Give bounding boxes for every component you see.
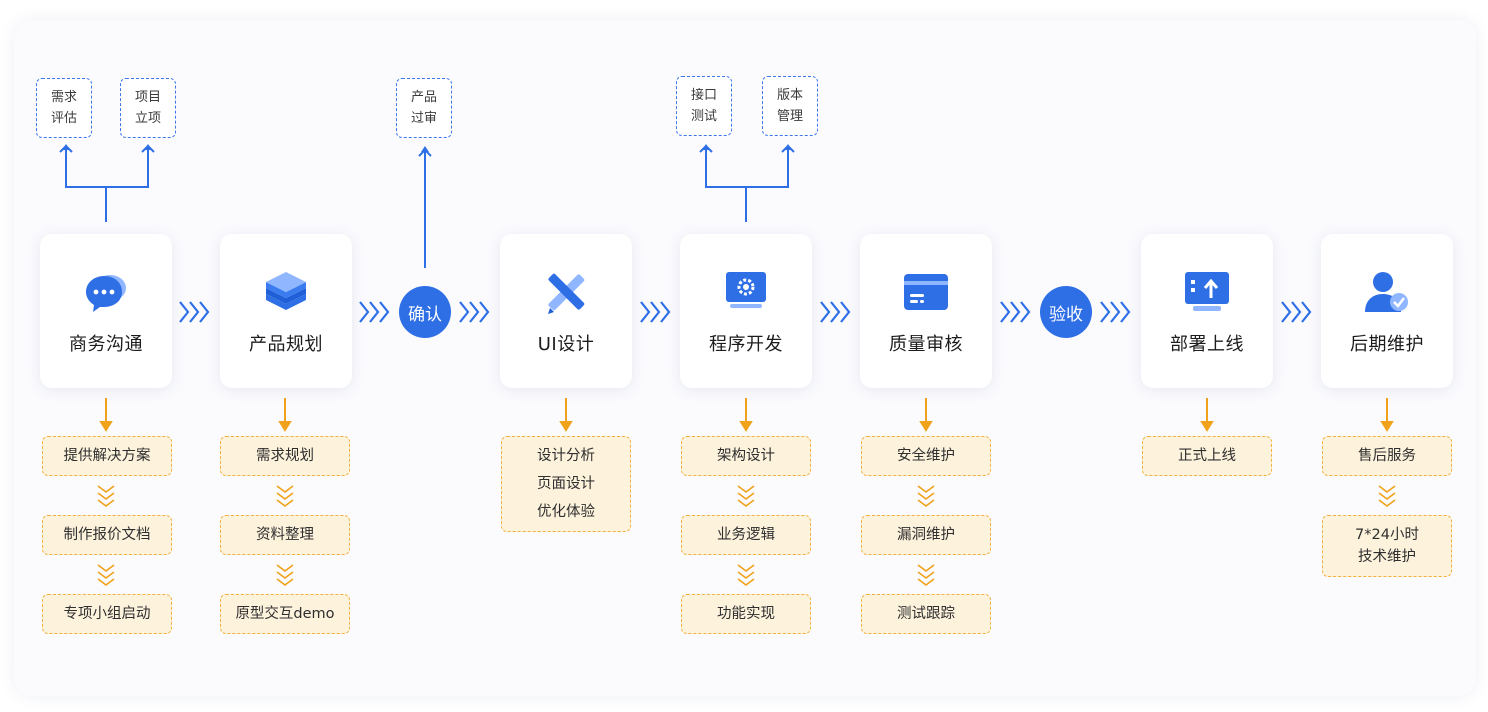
upload-screen-icon — [1185, 272, 1229, 311]
stage-card-qa: 质量审核 — [860, 234, 992, 388]
task-item: 测试跟踪 — [861, 594, 991, 634]
task-item: 漏洞维护 — [861, 515, 991, 555]
stage-card-planning: 产品规划 — [220, 234, 352, 388]
task-item: 需求规划 — [220, 436, 350, 476]
layers-icon — [266, 272, 306, 310]
tag-product-review: 产品 过审 — [396, 78, 452, 138]
stage-title: 后期维护 — [1350, 334, 1424, 355]
task-item: 提供解决方案 — [42, 436, 172, 476]
task-item: 制作报价文档 — [42, 515, 172, 555]
stage-card-business: 商务沟通 — [40, 234, 172, 388]
task-item: 安全维护 — [861, 436, 991, 476]
card-document-icon — [904, 274, 948, 310]
stage-title: 质量审核 — [889, 334, 963, 355]
task-item: 原型交互demo — [220, 594, 350, 634]
user-check-icon — [1365, 272, 1408, 312]
checkpoint-accept: 验收 — [1040, 286, 1092, 338]
stage-title: 商务沟通 — [69, 334, 143, 355]
chat-bubble-icon — [86, 275, 126, 312]
task-item-group: 设计分析 页面设计 优化体验 — [501, 436, 631, 532]
design-tools-icon — [548, 273, 585, 314]
task-item: 资料整理 — [220, 515, 350, 555]
stage-card-maintenance: 后期维护 — [1321, 234, 1453, 388]
stage-title: UI设计 — [537, 334, 595, 355]
task-item: 功能实现 — [681, 594, 811, 634]
tag-project-init: 项目 立项 — [120, 78, 176, 138]
monitor-gear-icon — [726, 272, 766, 308]
task-item: 架构设计 — [681, 436, 811, 476]
checkpoint-confirm: 确认 — [399, 286, 451, 338]
tag-api-test: 接口 测试 — [676, 76, 732, 136]
stage-title: 程序开发 — [709, 334, 783, 355]
task-item: 7*24小时 技术维护 — [1322, 515, 1452, 577]
stage-card-dev: 程序开发 — [680, 234, 812, 388]
stage-card-ui: UI设计 — [500, 234, 632, 388]
stage-card-deploy: 部署上线 — [1141, 234, 1273, 388]
stage-title: 部署上线 — [1170, 334, 1244, 355]
task-item: 售后服务 — [1322, 436, 1452, 476]
task-item: 业务逻辑 — [681, 515, 811, 555]
stage-title: 产品规划 — [249, 334, 323, 355]
task-item: 正式上线 — [1142, 436, 1272, 476]
tag-version-mgmt: 版本 管理 — [762, 76, 818, 136]
tag-req-eval: 需求 评估 — [36, 78, 92, 138]
task-item: 专项小组启动 — [42, 594, 172, 634]
